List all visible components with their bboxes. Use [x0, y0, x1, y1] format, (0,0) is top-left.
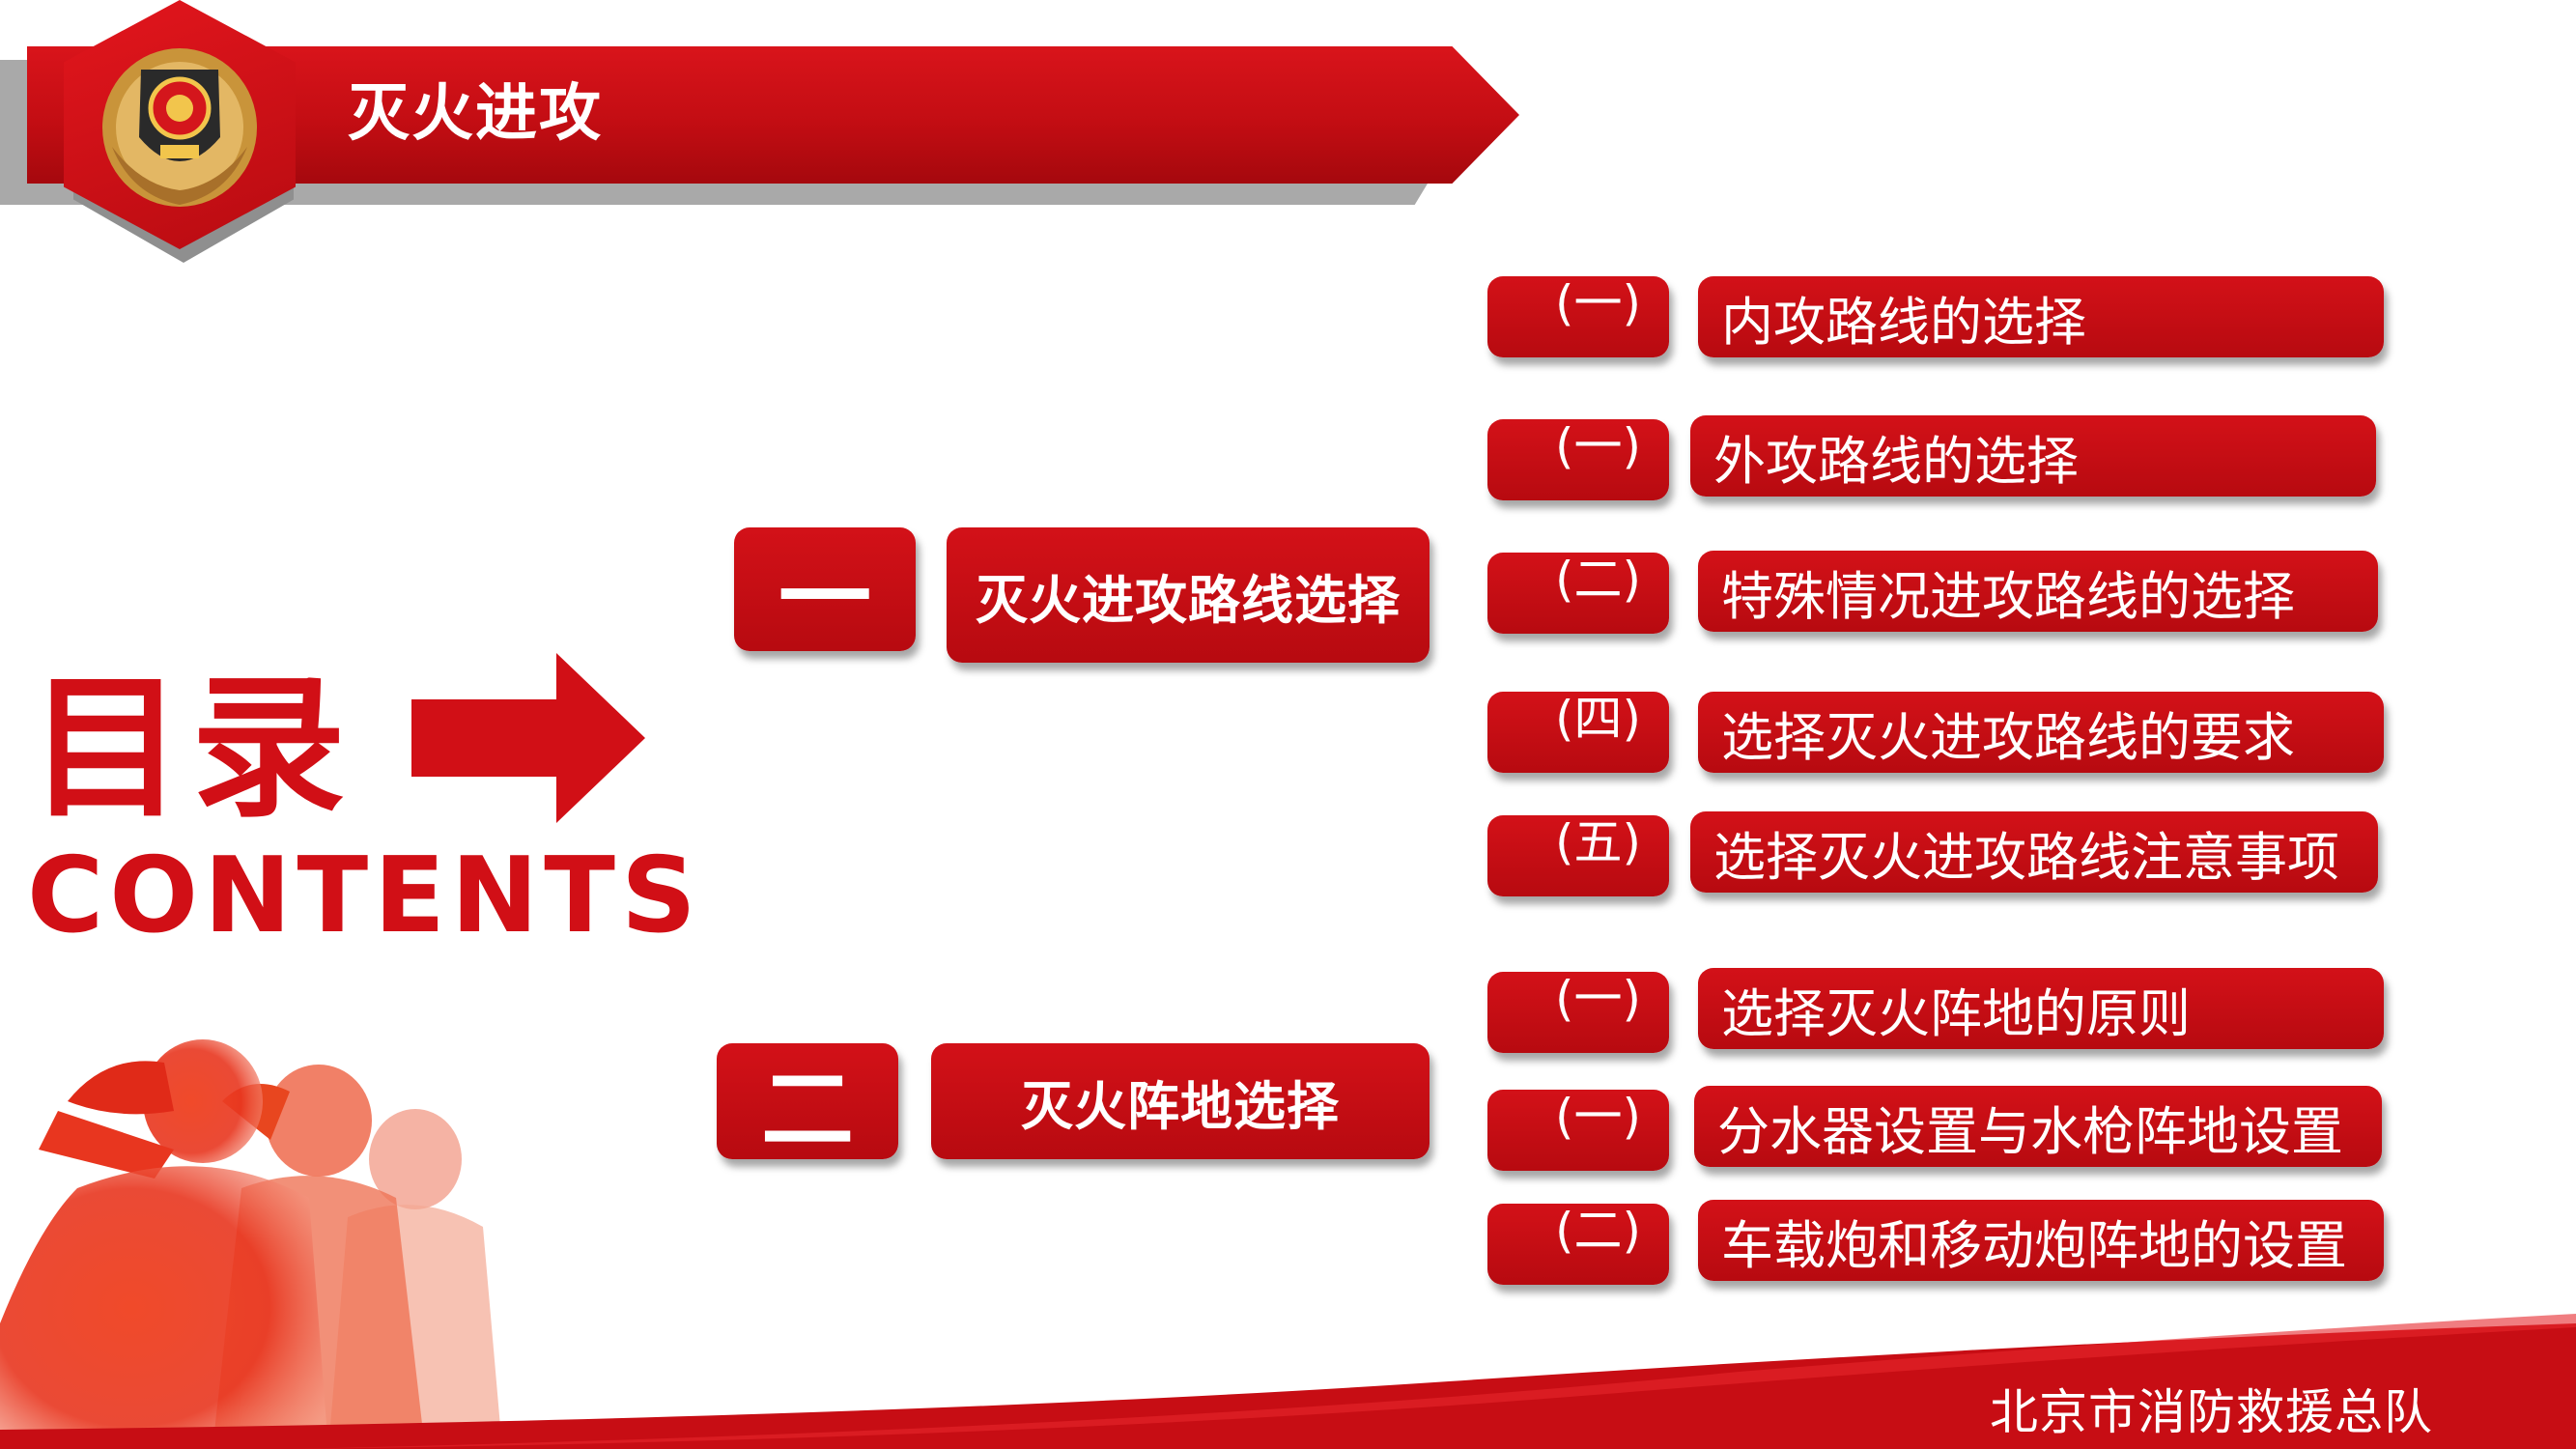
- sub-2-1-number-box[interactable]: (一): [1487, 972, 1669, 1053]
- sub-1-3-item[interactable]: 特殊情况进攻路线的选择: [1698, 551, 2378, 632]
- section-2-number-box[interactable]: 二: [717, 1043, 898, 1164]
- sub-2-3-number: (二): [1555, 1203, 1642, 1259]
- section-2-number: 二: [761, 1055, 854, 1164]
- sub-2-2-number: (一): [1555, 1089, 1642, 1145]
- contents-title-cn: 目录: [29, 658, 354, 838]
- sub-2-1-item[interactable]: 选择灭火阵地的原则: [1698, 968, 2384, 1049]
- footer-organization: 北京市消防救援总队: [1990, 1384, 2433, 1440]
- sub-1-3-label: 特殊情况进攻路线的选择: [1721, 565, 2295, 627]
- section-2-title: 灭火阵地选择: [1021, 1075, 1340, 1137]
- sub-1-5-label: 选择灭火进攻路线注意事项: [1713, 826, 2339, 888]
- sub-2-1-label: 选择灭火阵地的原则: [1721, 982, 2191, 1044]
- sub-1-1-number-box[interactable]: (一): [1487, 276, 1669, 357]
- sub-2-2-label: 分水器设置与水枪阵地设置: [1717, 1100, 2343, 1162]
- section-1-title: 灭火进攻路线选择: [976, 569, 1401, 631]
- sub-1-4-item[interactable]: 选择灭火进攻路线的要求: [1698, 692, 2384, 773]
- sub-1-5-number: (五): [1555, 814, 1642, 870]
- sub-2-2-item[interactable]: 分水器设置与水枪阵地设置: [1694, 1086, 2382, 1167]
- sub-1-2-item[interactable]: 外攻路线的选择: [1690, 415, 2376, 497]
- sub-2-3-item[interactable]: 车载炮和移动炮阵地的设置: [1698, 1200, 2384, 1281]
- bottom-red-swoosh: [0, 1314, 2576, 1449]
- sub-2-3-label: 车载炮和移动炮阵地的设置: [1721, 1214, 2347, 1276]
- sub-1-3-number: (二): [1555, 552, 1642, 608]
- fire-rescue-emblem-icon: [102, 48, 257, 207]
- sub-1-5-number-box[interactable]: (五): [1487, 815, 1669, 896]
- sub-1-3-number-box[interactable]: (二): [1487, 553, 1669, 634]
- saluting-soldiers-silhouette: [0, 1039, 502, 1449]
- section-1-number: 一: [778, 543, 871, 652]
- section-1-number-box[interactable]: 一: [734, 527, 916, 652]
- sub-1-4-label: 选择灭火进攻路线的要求: [1721, 706, 2295, 768]
- sub-1-1-item[interactable]: 内攻路线的选择: [1698, 276, 2384, 357]
- sub-2-2-number-box[interactable]: (一): [1487, 1090, 1669, 1171]
- sub-1-2-label: 外攻路线的选择: [1713, 430, 2079, 492]
- right-arrow-icon: [411, 653, 645, 823]
- sub-1-4-number-box[interactable]: (四): [1487, 692, 1669, 773]
- sub-2-1-number: (一): [1555, 971, 1642, 1027]
- sub-1-1-label: 内攻路线的选择: [1721, 291, 2086, 353]
- header-title: 灭火进攻: [348, 78, 603, 150]
- sub-1-2-number: (一): [1555, 418, 1642, 474]
- section-1-title-box[interactable]: 灭火进攻路线选择: [947, 527, 1430, 663]
- contents-title-en: CONTENTS: [27, 836, 702, 956]
- sub-2-3-number-box[interactable]: (二): [1487, 1204, 1669, 1285]
- sub-1-4-number: (四): [1555, 691, 1642, 747]
- section-2-title-box[interactable]: 灭火阵地选择: [931, 1043, 1430, 1159]
- sub-1-1-number: (一): [1555, 275, 1642, 331]
- sub-1-2-number-box[interactable]: (一): [1487, 419, 1669, 500]
- sub-1-5-item[interactable]: 选择灭火进攻路线注意事项: [1690, 811, 2378, 893]
